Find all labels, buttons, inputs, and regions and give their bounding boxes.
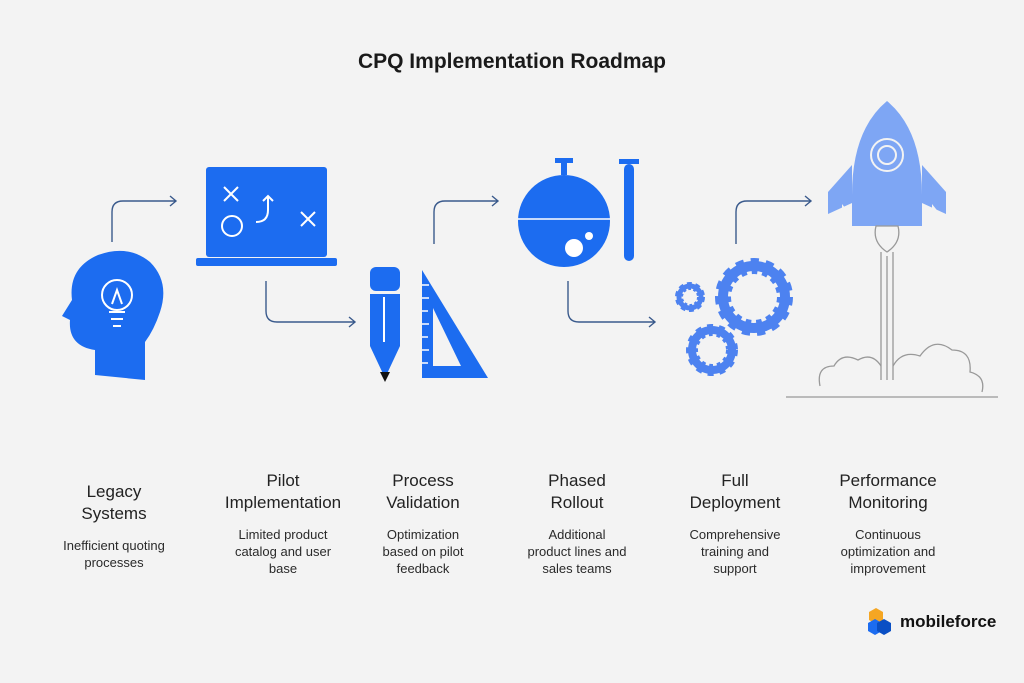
mobileforce-logo-icon — [868, 608, 891, 635]
flask-test-tube-icon — [518, 158, 639, 267]
step-pilot-implementation: Pilot Implementation Limited product cat… — [198, 470, 368, 577]
step-description: Additional product lines and sales teams — [527, 527, 627, 576]
step-phased-rollout: Phased Rollout Additional product lines … — [492, 470, 662, 577]
step-title: Performance Monitoring — [839, 471, 937, 512]
connector-arrow-1 — [111, 195, 178, 242]
step-title: Pilot Implementation — [224, 471, 342, 512]
step-description: Comprehensive training and support — [689, 527, 781, 576]
rocket-icon — [786, 101, 998, 398]
connector-arrow-5 — [735, 195, 813, 244]
step-description: Optimization based on pilot feedback — [382, 527, 464, 576]
step-title: Process Validation — [386, 471, 460, 512]
mobileforce-logo: mobileforce — [868, 608, 996, 635]
step-description: Inefficient quoting processes — [63, 538, 165, 570]
connector-arrow-3 — [433, 195, 500, 244]
step-full-deployment: Full Deployment Comprehensive training a… — [650, 470, 820, 577]
connector-arrow-2 — [265, 281, 357, 328]
step-description: Limited product catalog and user base — [234, 527, 332, 576]
head-lightbulb-icon — [62, 250, 164, 380]
pencil-ruler-icon — [370, 267, 488, 382]
connector-arrow-4 — [567, 281, 657, 328]
step-title: Full Deployment — [689, 471, 781, 512]
step-title: Phased Rollout — [548, 471, 606, 512]
logo-mark-spacer — [868, 608, 894, 635]
page-title: CPQ Implementation Roadmap — [357, 50, 667, 73]
step-legacy-systems: Legacy Systems Inefficient quoting proce… — [29, 481, 199, 571]
step-description: Continuous optimization and improvement — [840, 527, 936, 576]
laptop-strategy-icon — [196, 167, 337, 266]
step-performance-monitoring: Performance Monitoring Continuous optimi… — [803, 470, 973, 577]
step-process-validation: Process Validation Optimization based on… — [338, 470, 508, 577]
logo-text: mobileforce — [900, 611, 997, 631]
step-title: Legacy Systems — [81, 482, 147, 523]
gears-icon — [675, 258, 793, 376]
